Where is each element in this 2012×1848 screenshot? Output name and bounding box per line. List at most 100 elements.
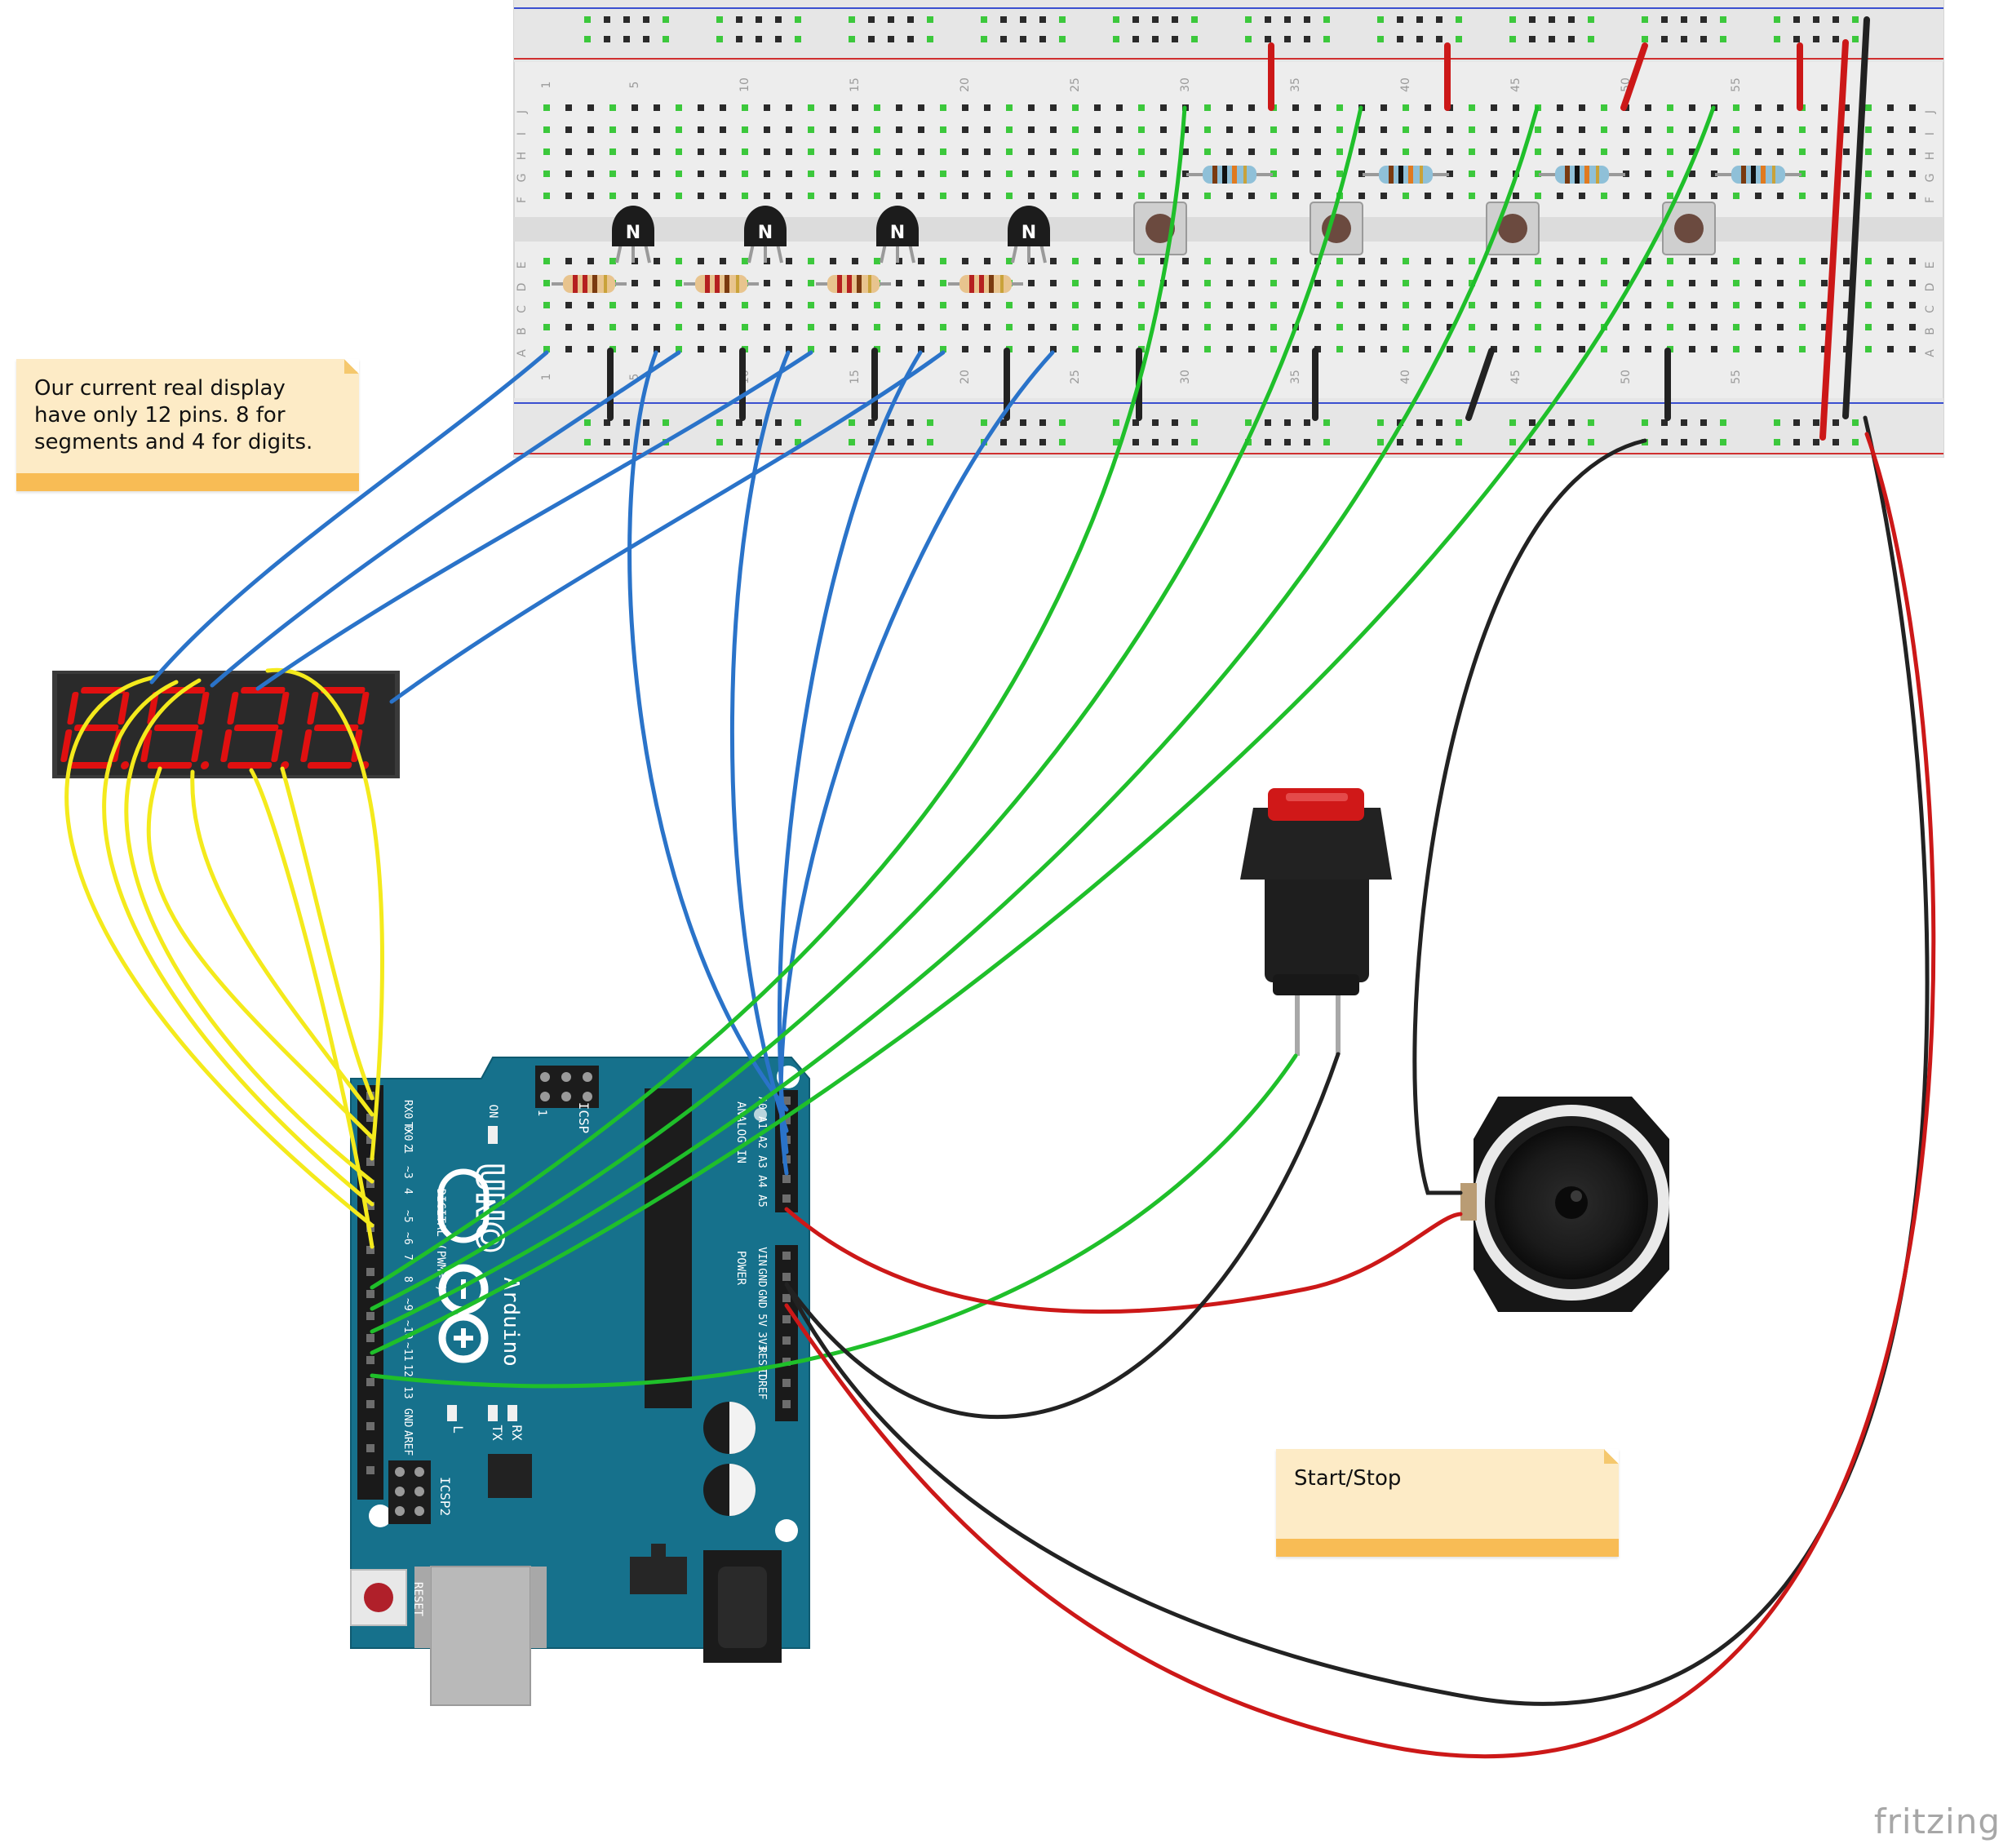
- breadboard-hole[interactable]: [1491, 148, 1497, 155]
- breadboard-hole[interactable]: [698, 302, 704, 308]
- breadboard-hole[interactable]: [1623, 171, 1629, 177]
- pull-down-resistor[interactable]: [1539, 166, 1625, 184]
- breadboard-hole[interactable]: [1623, 324, 1629, 330]
- breadboard-hole[interactable]: [1491, 104, 1497, 111]
- rail-hole[interactable]: [1020, 439, 1026, 445]
- breadboard-hole[interactable]: [632, 324, 638, 330]
- breadboard-hole[interactable]: [1160, 171, 1167, 177]
- breadboard-hole[interactable]: [1182, 126, 1189, 133]
- breadboard-hole[interactable]: [1226, 346, 1233, 352]
- breadboard-hole[interactable]: [1491, 302, 1497, 308]
- rail-hole[interactable]: [1642, 419, 1648, 426]
- breadboard-hole[interactable]: [1865, 302, 1872, 308]
- breadboard-hole[interactable]: [896, 346, 902, 352]
- breadboard-hole[interactable]: [1887, 302, 1894, 308]
- breadboard-hole[interactable]: [1138, 302, 1145, 308]
- breadboard-hole[interactable]: [720, 148, 726, 155]
- rail-hole[interactable]: [1588, 16, 1594, 23]
- breadboard-hole[interactable]: [984, 302, 990, 308]
- breadboard-hole[interactable]: [918, 148, 924, 155]
- breadboard-hole[interactable]: [1711, 126, 1717, 133]
- breadboard-hole[interactable]: [742, 193, 748, 199]
- breadboard-hole[interactable]: [918, 324, 924, 330]
- breadboard-hole[interactable]: [654, 258, 660, 264]
- breadboard-hole[interactable]: [1072, 104, 1079, 111]
- breadboard-hole[interactable]: [632, 302, 638, 308]
- rail-hole[interactable]: [1000, 439, 1007, 445]
- breadboard-hole[interactable]: [1645, 280, 1651, 286]
- rail-hole[interactable]: [1304, 419, 1310, 426]
- power-pin[interactable]: [782, 1336, 791, 1345]
- analog-pin[interactable]: [782, 1175, 791, 1183]
- power-pin[interactable]: [782, 1400, 791, 1408]
- pull-down-resistor[interactable]: [1363, 166, 1449, 184]
- breadboard-hole[interactable]: [1028, 104, 1035, 111]
- rail-hole[interactable]: [1529, 36, 1536, 42]
- breadboard-hole[interactable]: [808, 193, 814, 199]
- rail-hole[interactable]: [1852, 419, 1859, 426]
- breadboard-hole[interactable]: [1292, 280, 1299, 286]
- rail-hole[interactable]: [1172, 16, 1178, 23]
- breadboard-hole[interactable]: [830, 148, 836, 155]
- breadboard-hole[interactable]: [1513, 104, 1519, 111]
- breadboard-hole[interactable]: [1248, 302, 1255, 308]
- rail-hole[interactable]: [868, 419, 875, 426]
- breadboard-hole[interactable]: [1513, 280, 1519, 286]
- breadboard-hole[interactable]: [1447, 171, 1453, 177]
- breadboard-hole[interactable]: [1094, 104, 1101, 111]
- rail-hole[interactable]: [1568, 36, 1575, 42]
- breadboard-hole[interactable]: [1645, 104, 1651, 111]
- rail-hole[interactable]: [736, 16, 742, 23]
- reset-button[interactable]: [350, 1569, 407, 1626]
- rail-hole[interactable]: [756, 419, 762, 426]
- rail-hole[interactable]: [927, 16, 933, 23]
- breadboard-hole[interactable]: [1887, 148, 1894, 155]
- breadboard-hole[interactable]: [1645, 126, 1651, 133]
- breadboard-hole[interactable]: [1094, 126, 1101, 133]
- breadboard-hole[interactable]: [1579, 193, 1585, 199]
- analog-pin[interactable]: [782, 1116, 791, 1124]
- breadboard-hole[interactable]: [1623, 280, 1629, 286]
- breadboard-hole[interactable]: [1887, 104, 1894, 111]
- breadboard-hole[interactable]: [1270, 280, 1277, 286]
- rail-hole[interactable]: [1833, 439, 1839, 445]
- breadboard-hole[interactable]: [1006, 324, 1013, 330]
- breadboard-hole[interactable]: [698, 258, 704, 264]
- rail-hole[interactable]: [1681, 36, 1687, 42]
- rail-hole[interactable]: [1509, 439, 1516, 445]
- rail-hole[interactable]: [1588, 419, 1594, 426]
- breadboard-hole[interactable]: [632, 171, 638, 177]
- breadboard-hole[interactable]: [830, 258, 836, 264]
- rail-hole[interactable]: [756, 16, 762, 23]
- rail-hole[interactable]: [1813, 36, 1819, 42]
- breadboard-hole[interactable]: [1535, 193, 1541, 199]
- rail-hole[interactable]: [1833, 36, 1839, 42]
- breadboard-hole[interactable]: [1799, 302, 1806, 308]
- breadboard-hole[interactable]: [1623, 193, 1629, 199]
- breadboard-hole[interactable]: [808, 104, 814, 111]
- breadboard-hole[interactable]: [587, 302, 594, 308]
- breadboard-hole[interactable]: [962, 104, 968, 111]
- breadboard-hole[interactable]: [940, 126, 946, 133]
- rail-hole[interactable]: [1397, 16, 1403, 23]
- breadboard-hole[interactable]: [786, 258, 792, 264]
- rail-hole[interactable]: [1245, 16, 1252, 23]
- rail-hole[interactable]: [1377, 16, 1384, 23]
- breadboard-hole[interactable]: [1601, 104, 1607, 111]
- breadboard-hole[interactable]: [1270, 171, 1277, 177]
- breadboard-hole[interactable]: [764, 171, 770, 177]
- breadboard-hole[interactable]: [654, 193, 660, 199]
- breadboard-hole[interactable]: [1204, 346, 1211, 352]
- breadboard-hole[interactable]: [1138, 104, 1145, 111]
- breadboard-hole[interactable]: [1292, 193, 1299, 199]
- breadboard-hole[interactable]: [742, 302, 748, 308]
- breadboard-hole[interactable]: [543, 302, 550, 308]
- breadboard-hole[interactable]: [1689, 302, 1695, 308]
- breadboard-hole[interactable]: [984, 193, 990, 199]
- yellow-wire[interactable]: [265, 667, 384, 1161]
- rail-hole[interactable]: [1436, 16, 1443, 23]
- rail-hole[interactable]: [663, 16, 669, 23]
- rail-hole[interactable]: [775, 439, 782, 445]
- breadboard-hole[interactable]: [1557, 104, 1563, 111]
- breadboard-hole[interactable]: [1469, 171, 1475, 177]
